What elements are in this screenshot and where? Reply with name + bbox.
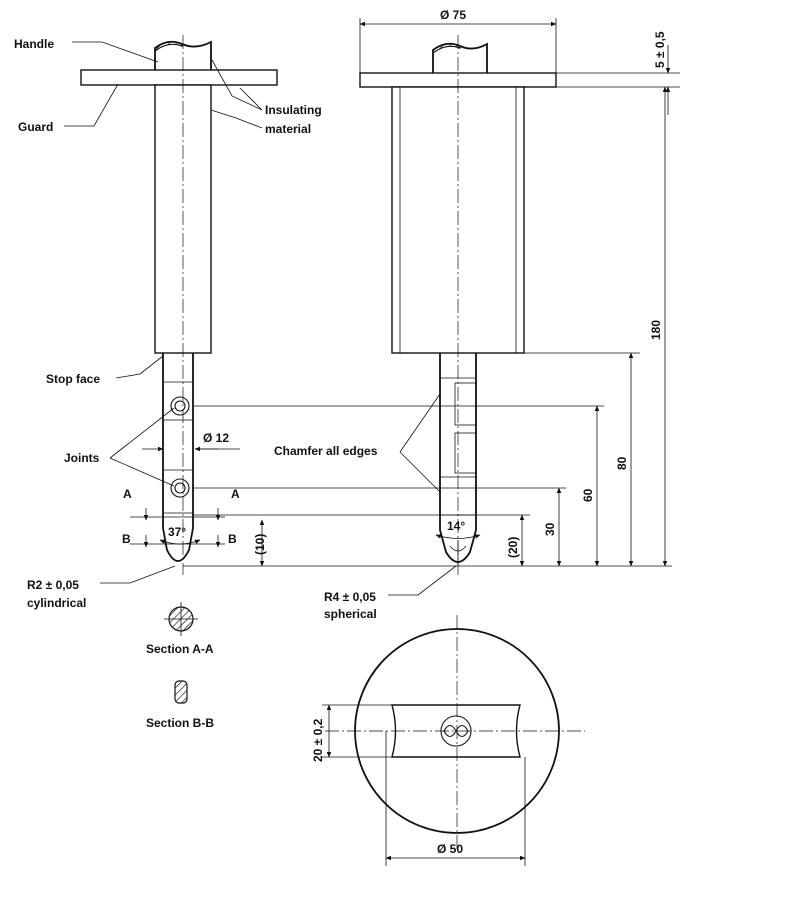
label-r2-line1: R2 ± 0,05: [27, 578, 79, 592]
cut-label-a-right: A: [231, 487, 240, 501]
dim-20: (20): [193, 514, 530, 567]
dim-30-text: 30: [543, 522, 557, 536]
section-bb-label: Section B-B: [146, 716, 214, 730]
left-view: [80, 35, 278, 575]
dim-width-20: 20 ± 0,2: [311, 704, 392, 762]
label-stop-face: Stop face: [46, 372, 100, 386]
cut-planes-left: A A B B: [122, 487, 240, 548]
dim-thickness-5-text: 5 ± 0,5: [653, 31, 667, 68]
dim-80-text: 80: [615, 456, 629, 470]
label-r2-line2: cylindrical: [27, 596, 86, 610]
dim-10: (10): [253, 519, 267, 567]
dim-dia-12: Ø 12: [142, 431, 240, 452]
cut-label-b-right: B: [228, 532, 237, 546]
dim-60: 60: [193, 405, 604, 567]
right-view: [359, 35, 557, 575]
dim-dia-75: Ø 75: [359, 8, 557, 73]
dim-thickness-5: 5 ± 0,5: [556, 31, 680, 115]
dim-80: 80: [476, 352, 640, 567]
angle-14-marker: 14°: [435, 519, 481, 539]
dim-180-text: 180: [649, 320, 663, 340]
angle-14-text: 14°: [447, 519, 465, 533]
dim-dia-50-text: Ø 50: [437, 842, 463, 856]
label-insulating-1: Insulating: [265, 103, 322, 117]
handle-shape: [154, 40, 212, 70]
dim-30: 30: [193, 487, 566, 567]
label-chamfer: Chamfer all edges: [274, 444, 378, 458]
angle-37-marker: 37°: [159, 525, 201, 545]
label-r4-line2: spherical: [324, 607, 377, 621]
cut-label-a-left: A: [123, 487, 132, 501]
label-r4-line1: R4 ± 0,05: [324, 590, 376, 604]
dim-width-20-text: 20 ± 0,2: [311, 718, 325, 762]
dim-10-text: (10): [253, 534, 267, 555]
leaders-left: [64, 41, 263, 584]
bottom-view: [325, 615, 585, 850]
label-handle: Handle: [14, 37, 54, 51]
chamfer-leader: Chamfer all edges: [274, 393, 441, 493]
finger-shape-right: [439, 353, 477, 566]
dim-dia-50: Ø 50: [385, 731, 526, 866]
handle-shape-right: [432, 42, 488, 73]
section-aa: Section A-A: [146, 602, 214, 656]
label-guard: Guard: [18, 120, 53, 134]
r4-leader: [388, 565, 457, 596]
dim-dia-12-text: Ø 12: [203, 431, 229, 445]
section-aa-label: Section A-A: [146, 642, 214, 656]
cut-label-b-left: B: [122, 532, 131, 546]
section-bb: Section B-B: [146, 680, 214, 730]
dim-60-text: 60: [581, 488, 595, 502]
dim-180: 180: [649, 86, 668, 567]
dim-20-text: (20): [506, 537, 520, 558]
guard-plate: [80, 69, 278, 86]
angle-37-text: 37°: [168, 525, 186, 539]
label-insulating-2: material: [265, 122, 311, 136]
dim-dia-75-text: Ø 75: [440, 8, 466, 22]
label-joints: Joints: [64, 451, 100, 465]
